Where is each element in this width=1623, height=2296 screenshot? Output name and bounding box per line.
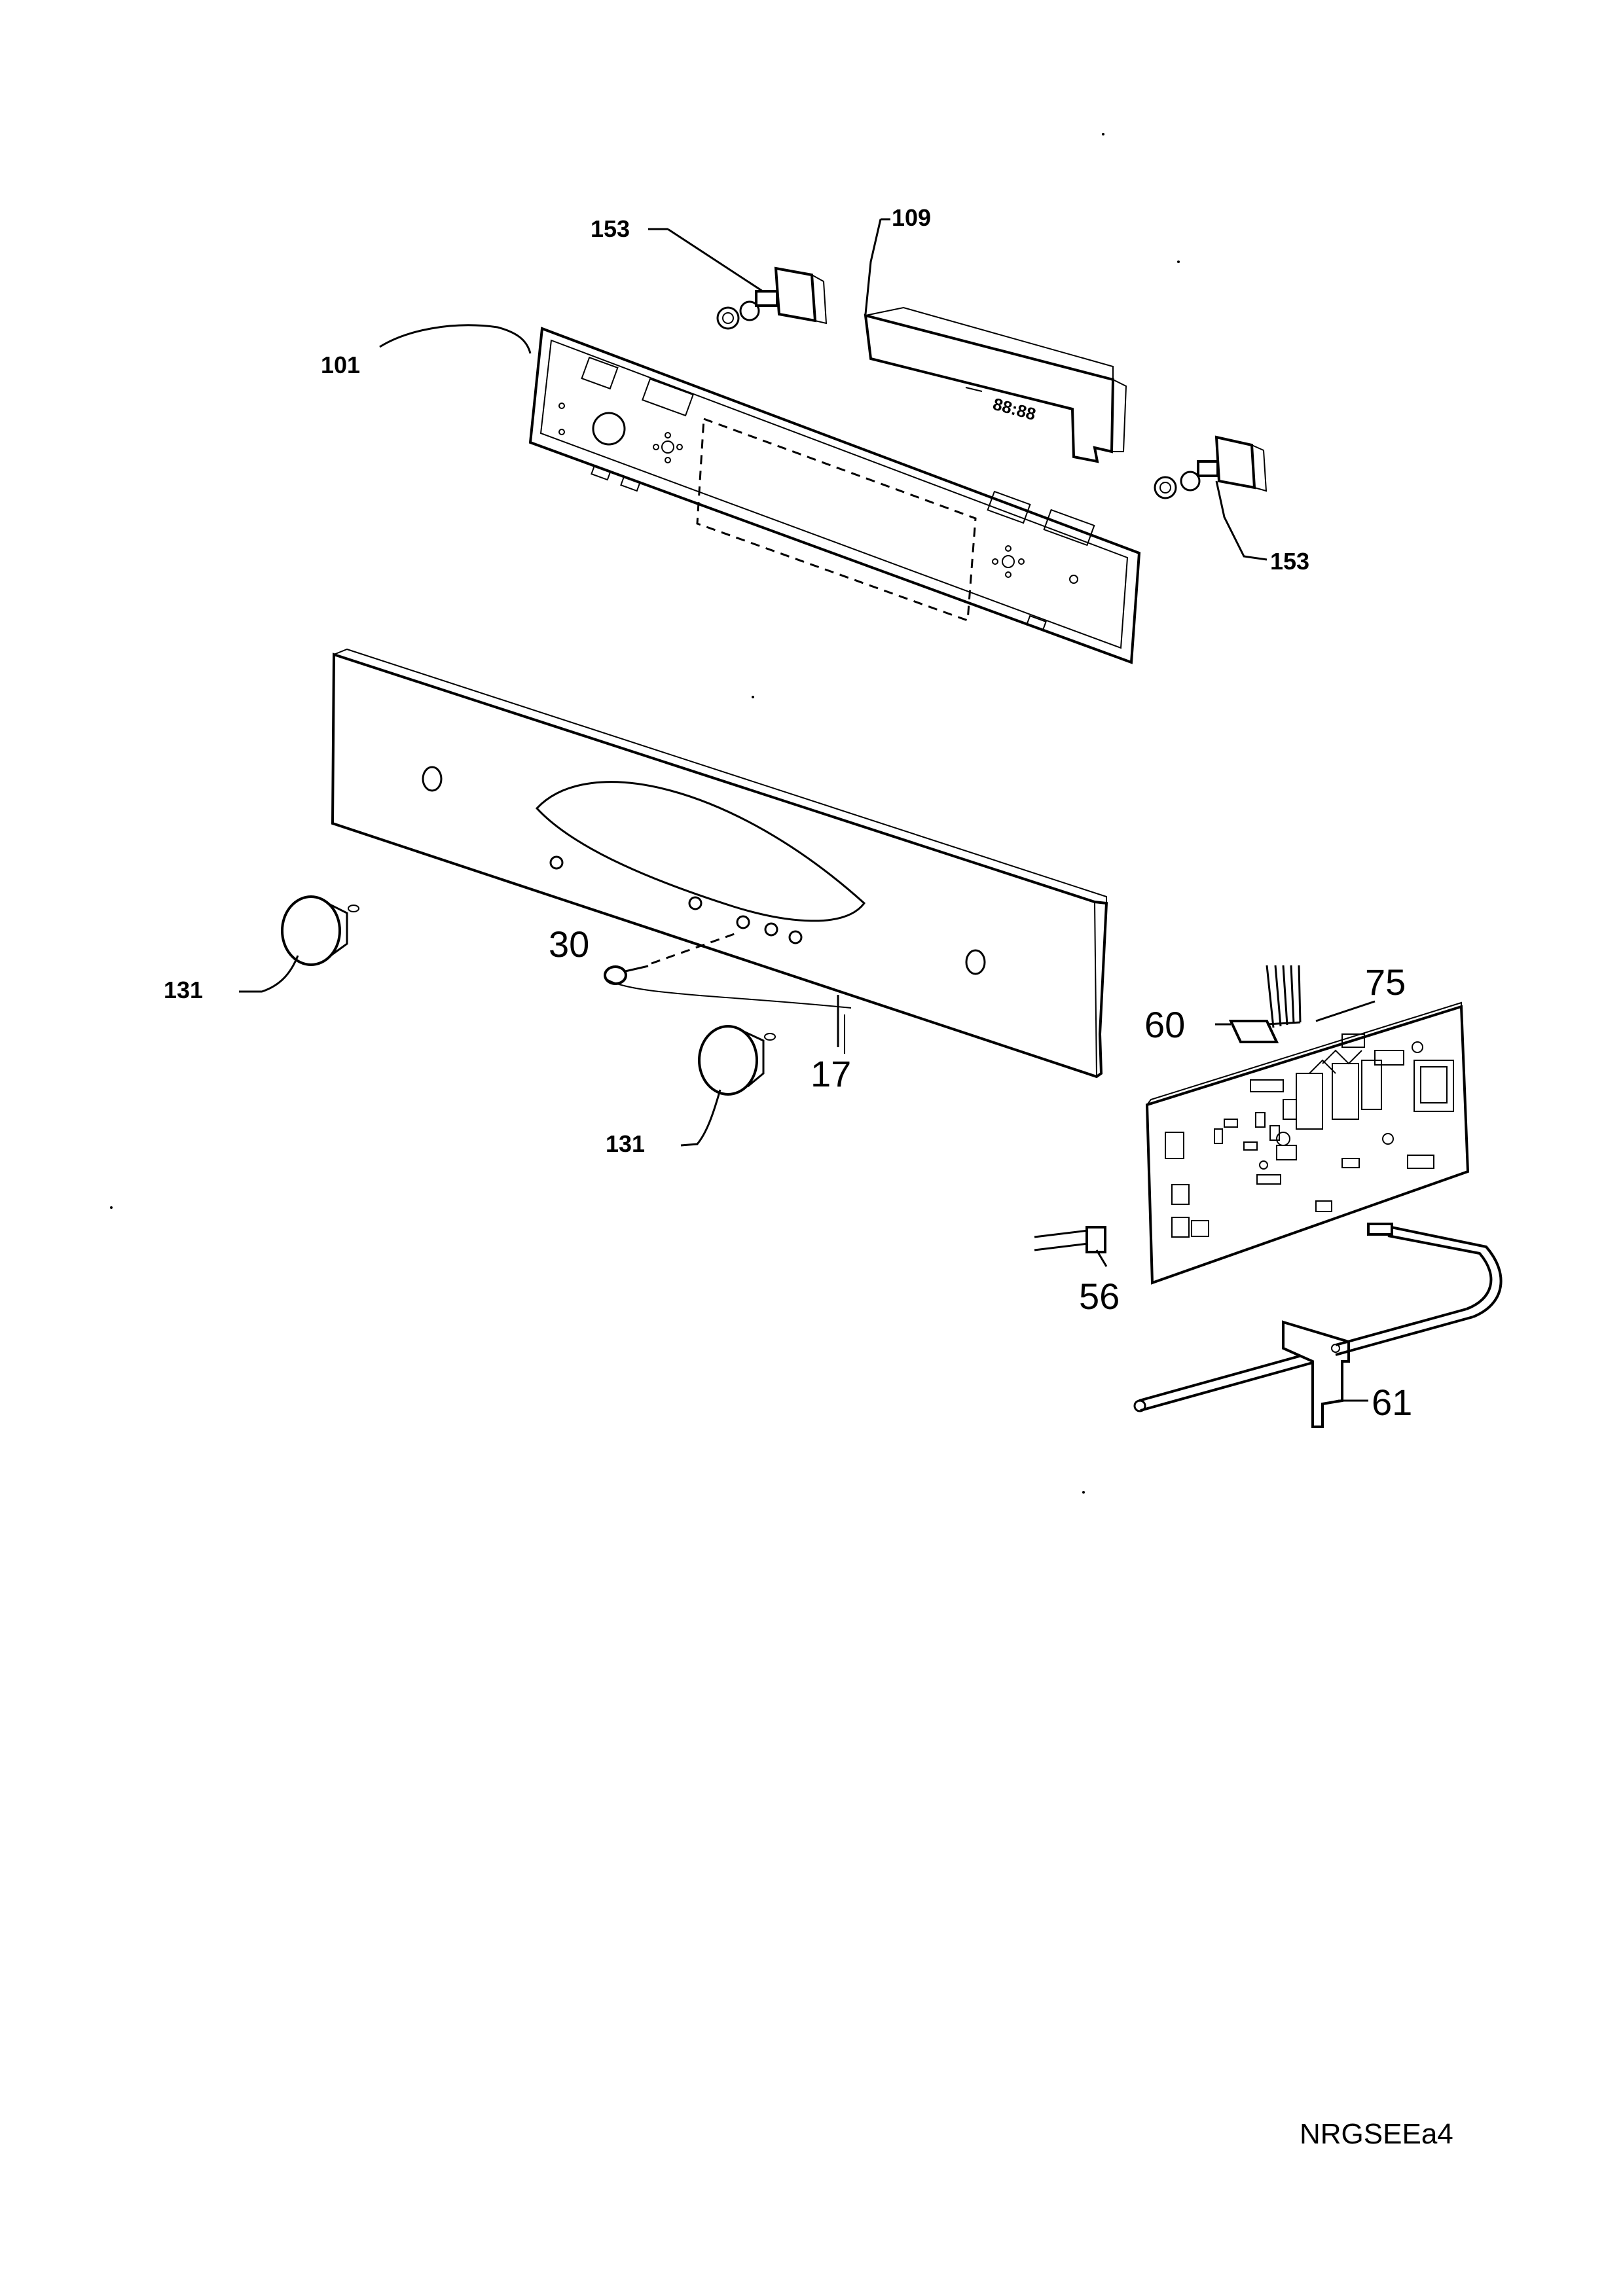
- callout-153-lower: 153: [1270, 548, 1309, 575]
- front-fascia-panel: [331, 648, 1108, 1079]
- display-module: 88:88: [864, 306, 1127, 463]
- cable-connector: [1034, 1226, 1106, 1253]
- control-knob-left: [281, 895, 359, 966]
- callout-109: 109: [892, 204, 931, 231]
- callout-101: 101: [321, 351, 360, 378]
- temperature-sensor: [1133, 1223, 1503, 1428]
- rear-control-panel-frame: [528, 327, 1141, 664]
- callout-153-upper: 153: [591, 215, 630, 242]
- callout-17: 17: [811, 1053, 851, 1094]
- callout-56: 56: [1079, 1276, 1120, 1317]
- rotary-switch-lower: [1154, 435, 1267, 499]
- drawing-code: NRGSEEa4: [1300, 2118, 1453, 2150]
- callout-131-left: 131: [164, 977, 203, 1003]
- scan-specks: [110, 133, 1180, 1494]
- ribbon-connector: [1228, 965, 1302, 1043]
- rotary-switch-upper: [716, 266, 828, 330]
- indicator-pin: [604, 931, 852, 1009]
- electronic-control-board: [1145, 1001, 1470, 1285]
- callout-61: 61: [1372, 1382, 1412, 1423]
- callout-131-right: 131: [606, 1130, 645, 1157]
- control-knob-right: [698, 1025, 776, 1096]
- callout-75: 75: [1365, 961, 1406, 1003]
- leader-lines: [239, 218, 1376, 1405]
- callout-60: 60: [1144, 1004, 1185, 1045]
- callout-30: 30: [549, 924, 589, 965]
- callout-labels: 101 153 109 153 131 30 17 131 60 75 56 6…: [164, 204, 1412, 1423]
